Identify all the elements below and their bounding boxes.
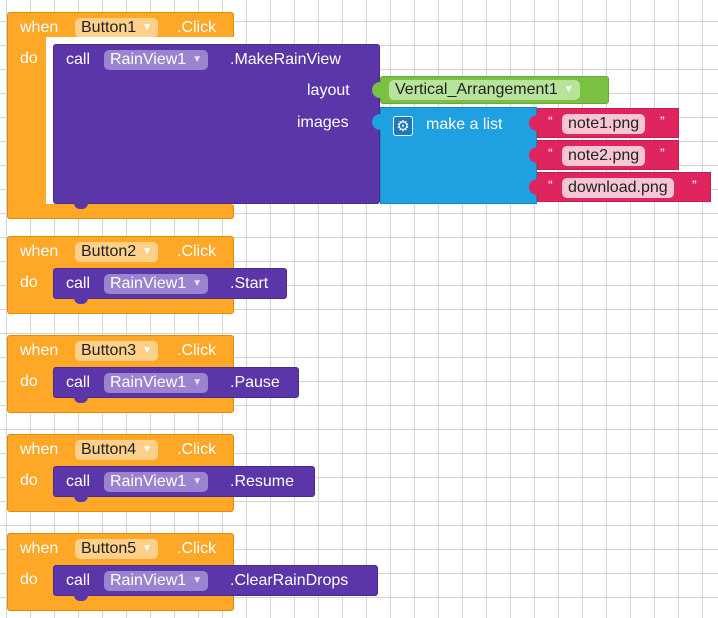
when-keyword: when <box>20 342 59 359</box>
close-quote: ” <box>660 145 665 161</box>
do-keyword: do <box>20 50 38 67</box>
statement-nub <box>74 203 88 209</box>
input-connector-tab <box>372 82 381 98</box>
input-connector-tab <box>529 115 538 131</box>
rainview-dropdown[interactable]: RainView1 ▼ <box>104 571 209 591</box>
chevron-down-icon: ▼ <box>192 575 203 586</box>
method-label: .Start <box>230 275 269 292</box>
call-makerainview-block[interactable]: call RainView1 ▼ .MakeRainView layout ima… <box>53 44 380 204</box>
text-value[interactable]: download.png <box>562 178 674 198</box>
button5-label: Button5 <box>81 540 137 558</box>
chevron-down-icon: ▼ <box>192 476 203 487</box>
button2-label: Button2 <box>81 243 137 261</box>
text-value[interactable]: note1.png <box>562 114 646 134</box>
button3-label: Button3 <box>81 342 137 360</box>
statement-nub <box>74 298 88 304</box>
when-keyword: when <box>20 19 59 36</box>
layout-value-label: Vertical_Arrangement1 <box>395 81 558 99</box>
click-event-label: .Click <box>177 243 217 260</box>
chevron-down-icon: ▼ <box>563 84 574 95</box>
chevron-down-icon: ▼ <box>192 54 203 65</box>
when-button3-click-block[interactable]: when Button3 ▼ .Click do <box>7 335 234 413</box>
chevron-down-icon: ▼ <box>192 278 203 289</box>
call-resume-block[interactable]: call RainView1 ▼ .Resume <box>53 466 315 497</box>
click-event-label: .Click <box>177 540 217 557</box>
statement-nub <box>74 595 88 601</box>
component-label: RainView1 <box>110 374 187 392</box>
close-quote: ” <box>660 113 665 129</box>
when-keyword: when <box>20 243 59 260</box>
method-label: .Pause <box>230 374 280 391</box>
input-connector-tab <box>529 147 538 163</box>
text-block-note2[interactable]: “ note2.png ” <box>537 140 679 170</box>
open-quote: “ <box>548 145 553 161</box>
when-keyword: when <box>20 540 59 557</box>
gear-icon[interactable]: ⚙ <box>393 116 413 136</box>
statement-nub <box>74 496 88 502</box>
text-block-note1[interactable]: “ note1.png ” <box>537 108 679 138</box>
event1-bottom-bar <box>7 204 234 219</box>
input-connector-tab <box>372 114 381 130</box>
rainview-dropdown[interactable]: RainView1 ▼ <box>104 472 209 492</box>
do-keyword: do <box>20 274 38 291</box>
click-event-label: .Click <box>177 19 217 36</box>
images-param-label: images <box>297 114 349 131</box>
chevron-down-icon: ▼ <box>142 444 153 455</box>
button1-label: Button1 <box>81 19 137 37</box>
call-start-block[interactable]: call RainView1 ▼ .Start <box>53 268 287 299</box>
do-keyword: do <box>20 571 38 588</box>
open-quote: “ <box>548 177 553 193</box>
text-value[interactable]: note2.png <box>562 146 646 166</box>
open-quote: “ <box>548 113 553 129</box>
component-label: RainView1 <box>110 51 187 69</box>
component-label: RainView1 <box>110 275 187 293</box>
method-label: .Resume <box>230 473 295 490</box>
do-keyword: do <box>20 472 38 489</box>
make-a-list-label: make a list <box>426 116 503 133</box>
button5-dropdown[interactable]: Button5 ▼ <box>75 539 159 559</box>
text-block-download[interactable]: “ download.png ” <box>537 172 711 202</box>
call-keyword: call <box>66 374 91 391</box>
button1-dropdown[interactable]: Button1 ▼ <box>75 18 159 38</box>
layout-param-label: layout <box>307 82 350 99</box>
close-quote: ” <box>692 177 697 193</box>
chevron-down-icon: ▼ <box>142 345 153 356</box>
call-keyword: call <box>66 51 91 68</box>
method-label: .ClearRainDrops <box>230 572 349 589</box>
rainview-dropdown[interactable]: RainView1 ▼ <box>104 373 209 393</box>
chevron-down-icon: ▼ <box>192 377 203 388</box>
call-pause-block[interactable]: call RainView1 ▼ .Pause <box>53 367 299 398</box>
click-event-label: .Click <box>177 441 217 458</box>
when-keyword: when <box>20 441 59 458</box>
button2-dropdown[interactable]: Button2 ▼ <box>75 242 159 262</box>
input-connector-tab <box>529 179 538 195</box>
button4-label: Button4 <box>81 441 137 459</box>
do-keyword: do <box>20 373 38 390</box>
component-label: RainView1 <box>110 473 187 491</box>
vertical-arrangement-dropdown[interactable]: Vertical_Arrangement1 ▼ <box>389 80 580 100</box>
chevron-down-icon: ▼ <box>142 543 153 554</box>
method-label: .MakeRainView <box>230 51 341 68</box>
statement-nub <box>74 397 88 403</box>
make-a-list-block[interactable]: ⚙ make a list <box>380 107 537 204</box>
click-event-label: .Click <box>177 342 217 359</box>
chevron-down-icon: ▼ <box>142 22 153 33</box>
call-clearraindrops-block[interactable]: call RainView1 ▼ .ClearRainDrops <box>53 565 378 596</box>
vertical-arrangement-block[interactable]: Vertical_Arrangement1 ▼ <box>380 76 609 104</box>
chevron-down-icon: ▼ <box>142 246 153 257</box>
rainview-dropdown[interactable]: RainView1 ▼ <box>104 274 209 294</box>
call-keyword: call <box>66 275 91 292</box>
call-keyword: call <box>66 572 91 589</box>
component-label: RainView1 <box>110 572 187 590</box>
rainview-dropdown[interactable]: RainView1 ▼ <box>104 50 209 70</box>
button4-dropdown[interactable]: Button4 ▼ <box>75 440 159 460</box>
call-keyword: call <box>66 473 91 490</box>
button3-dropdown[interactable]: Button3 ▼ <box>75 341 159 361</box>
